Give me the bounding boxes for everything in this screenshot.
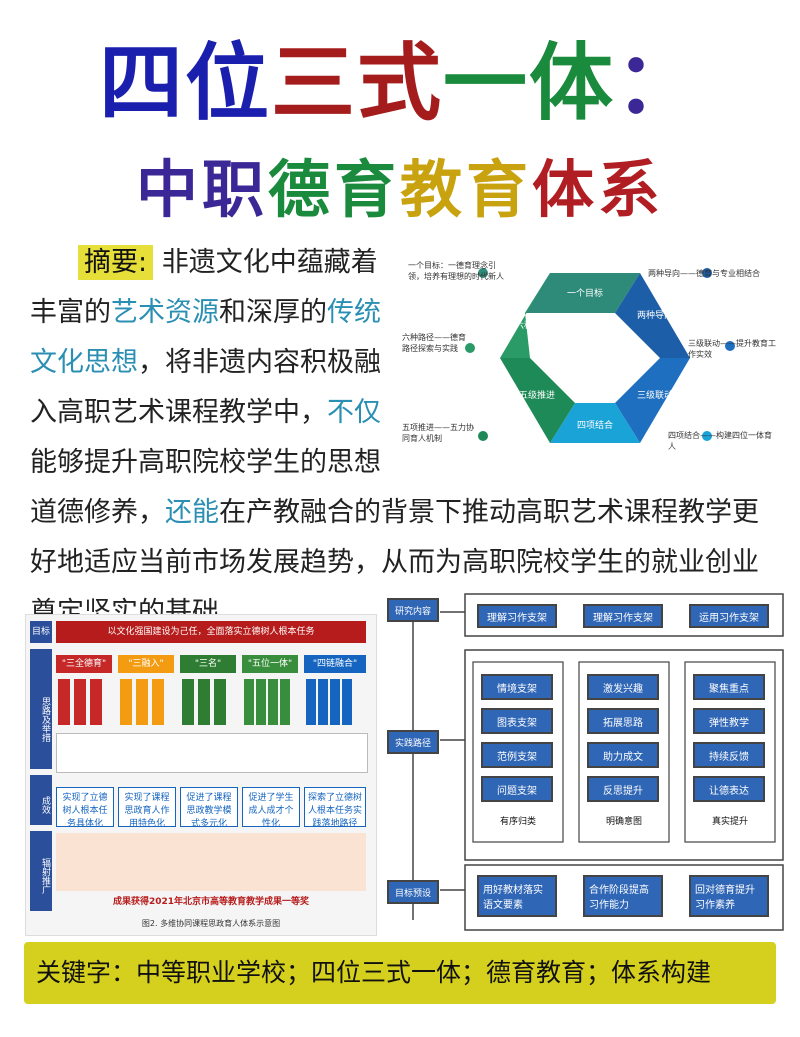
- seg-label-3: 三级联动: [637, 389, 673, 401]
- col1-item: 问题支架: [481, 776, 553, 802]
- award-footer: 成果获得2021年北京市高等教育教学成果一等奖: [112, 897, 310, 907]
- label-goal: 目标: [30, 621, 52, 643]
- cycle-note: 五项推进——五力协同育人机制: [402, 423, 474, 443]
- subtitle: 中职德育教育体系: [0, 150, 800, 230]
- title-part-3: 一体: [443, 34, 616, 132]
- keywords-bar: 关键字：中等职业学校；四位三式一体；德育教育；体系构建: [24, 942, 776, 1004]
- outcome-1: 实现了立德树人根本任务具体化: [56, 787, 114, 829]
- cycle-note: 两种导向——德育与专业相结合: [648, 269, 760, 278]
- col1-caption: 有序归类: [499, 817, 536, 827]
- col3-item: 持续反馈: [693, 742, 765, 768]
- promotion-area: [56, 833, 366, 891]
- col2-caption: 明确意图: [605, 817, 642, 827]
- cycle-note: 一个目标：一德育理念引领，培养有理想的时代新人: [408, 261, 504, 281]
- col2-item: 拓展思路: [587, 708, 659, 734]
- highlight: 不仅: [327, 397, 381, 428]
- segment-2: [615, 273, 690, 358]
- subtitle-part-2: 德育: [267, 153, 400, 226]
- col1-item: 范例支架: [481, 742, 553, 768]
- segment-1: [525, 273, 640, 313]
- left-flowchart: 目标 思路及举措 成效 辐射推广 以文化强国建设为己任，全面落实立德树人根本任务…: [25, 614, 377, 936]
- row-label-3: 目标预设: [387, 880, 439, 904]
- group-4: "五位一体": [242, 655, 298, 673]
- abstract-line: 非遗文化中蕴藏着: [161, 247, 378, 278]
- group-1: "三全德育": [56, 655, 112, 673]
- abstract-line: 能够提升高职院校学生的思想: [30, 447, 381, 478]
- col3-caption: 真实提升: [711, 817, 748, 827]
- top-box-1: 理解习作支架: [477, 604, 557, 628]
- subtitle-part-4: 体系: [532, 153, 665, 226]
- col2-item: 助力成文: [587, 742, 659, 768]
- label-promotion: 辐射推广: [30, 831, 52, 911]
- col2-item: 反思提升: [587, 776, 659, 802]
- segment-5: [500, 358, 575, 443]
- right-connectors-svg: [412, 593, 784, 931]
- abstract-line: 入高职艺术课程教学中，: [30, 397, 327, 428]
- row-label-2: 实践路径: [387, 730, 439, 754]
- abstract-line: 丰富的: [30, 297, 111, 328]
- top-banner: 以文化强国建设为己任，全面落实立德树人根本任务: [56, 621, 366, 643]
- title-part-1: 四位: [98, 34, 271, 132]
- highlight: 文化思想: [30, 347, 138, 378]
- group-3: "三名": [180, 655, 236, 673]
- outcome-5: 探索了立德树人根本任务实践落地路径: [304, 787, 366, 829]
- cycle-note: 四项结合——构建四位一体育人: [668, 431, 772, 451]
- abstract-text: 摘要: 非遗文化中蕴藏着 丰富的艺术资源和深厚的传统 文化思想，将非遗内容积极融…: [30, 238, 759, 638]
- title-part-2: 三式: [270, 34, 443, 132]
- col3-item: 弹性教学: [693, 708, 765, 734]
- seg-label-1: 一个目标: [567, 287, 603, 299]
- subtitle-part-3: 教育: [400, 153, 533, 226]
- segment-3: [615, 358, 690, 443]
- col1-item: 图表支架: [481, 708, 553, 734]
- seg-label-4: 四项结合: [577, 419, 613, 431]
- subtitle-part-1: 中职: [135, 153, 268, 226]
- row-label-1: 研究内容: [387, 598, 439, 622]
- highlight: 艺术资源: [111, 297, 219, 328]
- cycle-note: 六种路径——德育路径探索与实践: [402, 333, 466, 353]
- abstract-tag: 摘要:: [78, 245, 154, 280]
- outcome-3: 促进了课程思政教学模式多元化: [180, 787, 238, 829]
- segment-4: [550, 403, 640, 443]
- right-flowchart: 研究内容 实践路径 目标预设 理解习作支架 理解习作支架 运用习作支架 情境支架…: [385, 590, 790, 935]
- figure-caption: 图2. 多维协同课程思政育人体系示意图: [141, 919, 281, 928]
- label-results: 成效: [30, 775, 52, 825]
- bottom-box-1: 用好教材落实语文要素: [477, 875, 557, 917]
- col3-item: 让德表达: [693, 776, 765, 802]
- seg-label-2: 两种导向: [637, 309, 673, 321]
- cycle-diagram: 一个目标 两种导向 三级联动 四项结合 五级推进 六种路径 一个目标：一德育理念…: [400, 250, 790, 465]
- col1-item: 情境支架: [481, 674, 553, 700]
- seg-label-6: 六种路径: [515, 319, 551, 331]
- measure-details: [56, 733, 368, 773]
- segment-6: [500, 273, 550, 358]
- group-2: "三融入": [118, 655, 174, 673]
- abstract-line: ，将非遗内容积极融: [138, 347, 381, 378]
- measure-columns: [56, 679, 366, 729]
- abstract-line: 在产教融合的背景下推动高职艺术课程教学更: [219, 497, 759, 528]
- abstract-line: 道德修养，: [30, 497, 165, 528]
- group-5: "四链融合": [304, 655, 366, 673]
- col2-item: 激发兴趣: [587, 674, 659, 700]
- bottom-box-2: 合作阶段提高习作能力: [583, 875, 663, 917]
- seg-label-5: 五级推进: [519, 389, 555, 401]
- highlight: 传统: [327, 297, 381, 328]
- label-measures: 思路及举措: [30, 649, 52, 769]
- cycle-note: 三级联动——提升教育工作实效: [688, 339, 776, 359]
- col3-item: 聚焦重点: [693, 674, 765, 700]
- outcome-2: 实现了课程思政育人作用特色化: [118, 787, 176, 829]
- cycle-svg: 一个目标 两种导向 三级联动 四项结合 五级推进 六种路径: [465, 268, 735, 443]
- highlight: 还能: [165, 497, 219, 528]
- title-part-4: ：: [615, 34, 702, 132]
- abstract-line: 好地适应当前市场发展趋势，从而为高职院校学生的就业创业: [30, 547, 759, 578]
- abstract-line: 和深厚的: [219, 297, 327, 328]
- outcome-4: 促进了学生成人成才个性化: [242, 787, 300, 829]
- top-box-3: 运用习作支架: [689, 604, 769, 628]
- main-title: 四位三式一体：: [0, 28, 800, 138]
- measure-bars-svg: [58, 679, 352, 725]
- bottom-box-3: 回对德育提升习作素养: [689, 875, 769, 917]
- top-box-2: 理解习作支架: [583, 604, 663, 628]
